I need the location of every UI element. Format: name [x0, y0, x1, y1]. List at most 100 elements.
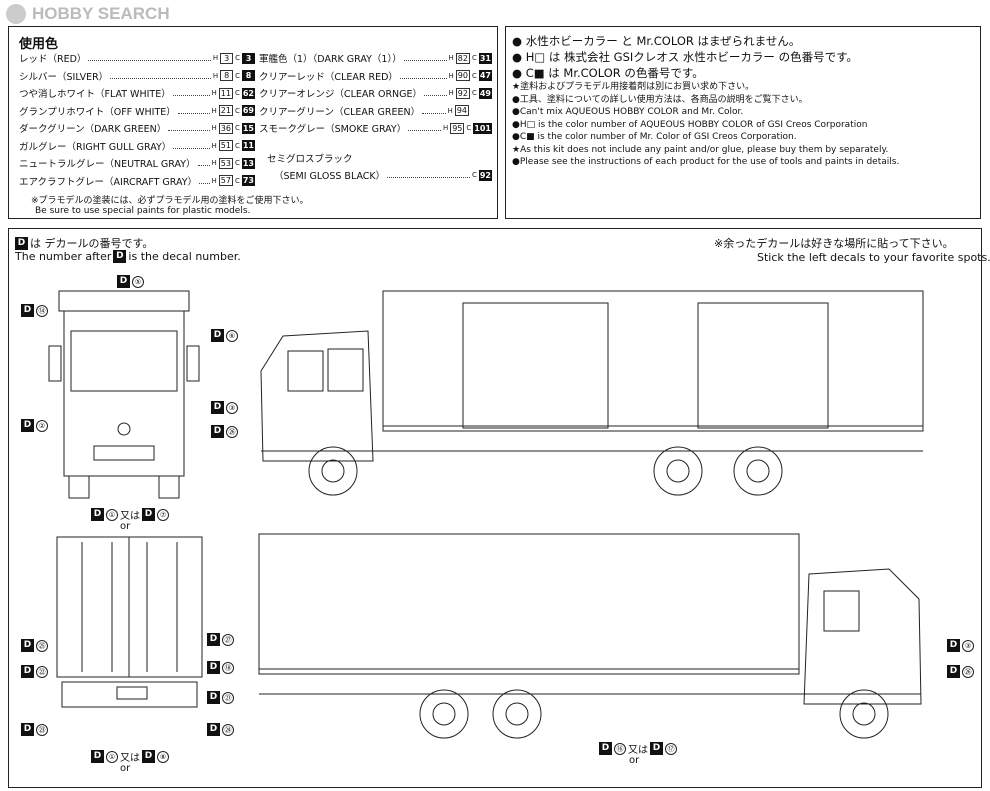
paint-label: グランプリホワイト（OFF WHITE）	[19, 106, 176, 118]
paint-label: つや消しホワイト（FLAT WHITE）	[19, 89, 171, 100]
c-number-badge: 92	[478, 169, 492, 181]
c-number-badge: 62	[241, 87, 255, 99]
truck-rear-view-drawing	[56, 536, 203, 708]
instructions-panel: ● 水性ホビーカラー と Mr.COLOR はまぜられません。 ● H□ は 株…	[505, 26, 981, 219]
c-number-badge: 15	[241, 122, 255, 134]
h-number-box: 53	[218, 157, 233, 169]
h-number-box: 92	[455, 87, 470, 99]
spare-decal-note-en: Stick the left decals to your favorite s…	[757, 251, 990, 264]
h-number-box: 82	[455, 52, 470, 64]
decal-d-badge: D	[15, 236, 28, 250]
spare-decal-note-jp: ※余ったデカールは好きな場所に貼って下さい。	[714, 237, 954, 250]
instr-line: ● 水性ホビーカラー と Mr.COLOR はまぜられません。	[512, 34, 801, 48]
c-prefix: C	[471, 171, 477, 179]
h-prefix: H	[212, 54, 219, 62]
decal-header-text: は デカールの番号です。	[30, 237, 154, 250]
truck-side-view-right-drawing	[258, 533, 922, 739]
c-number-badge: 49	[478, 87, 492, 99]
c-prefix: C	[471, 89, 477, 97]
decal-header-text: The number after	[15, 250, 112, 263]
h-number-box: 8	[220, 70, 234, 81]
h-number-box: 36	[218, 122, 233, 134]
h-number-box: 90	[455, 70, 470, 81]
site-logo[interactable]: HOBBY SEARCH	[6, 4, 170, 24]
paint-note-jp: ※プラモデルの塗装には、必ずプラモデル用の塗料をご使用下さい。	[31, 196, 309, 206]
c-prefix: C	[234, 159, 240, 167]
paint-label: ガルグレー（RIGHT GULL GRAY）	[19, 141, 172, 153]
h-prefix: H	[211, 159, 217, 167]
h-prefix: H	[212, 71, 219, 80]
c-number-badge: 31	[478, 52, 492, 64]
h-prefix: H	[211, 89, 217, 97]
paint-label: クリアーグリーン（CLEAR GREEN）	[259, 106, 421, 118]
h-number-box: 3	[220, 52, 234, 64]
c-prefix: C	[234, 176, 240, 185]
paint-row: セミグロスブラック	[267, 151, 353, 165]
paint-label: （SEMI GLOSS BLACK）	[274, 171, 386, 182]
paint-note-en: Be sure to use special paints for plasti…	[35, 206, 251, 216]
h-prefix: H	[448, 71, 454, 80]
decal-header-text: is the decal number.	[128, 250, 241, 263]
c-number-badge: 73	[241, 175, 255, 186]
truck-side-view-left-drawing	[260, 290, 924, 496]
h-prefix: H	[448, 89, 454, 97]
h-prefix: H	[211, 141, 217, 150]
c-number-badge: 11	[241, 140, 255, 151]
h-number-box: 51	[218, 140, 233, 151]
h-number-box: 11	[218, 87, 233, 99]
logo-icon	[6, 4, 26, 24]
c-number-badge: 69	[241, 105, 255, 116]
instr-line: ●Please see the instructions of each pro…	[512, 157, 900, 167]
h-number-box: 21	[218, 105, 233, 116]
instr-line: ● C■ は Mr.COLOR の色番号です。	[512, 66, 704, 80]
h-prefix: H	[442, 124, 449, 132]
paint-list-heading: 使用色	[19, 37, 59, 52]
h-prefix: H	[447, 106, 453, 115]
paint-label: シルバー（SILVER）	[19, 71, 109, 83]
c-number-badge: 8	[242, 70, 255, 81]
decal-d-badge: D	[113, 250, 127, 263]
or-text: or	[629, 755, 640, 766]
paint-label: エアクラフトグレー（AIRCRAFT GRAY）	[19, 176, 198, 188]
c-prefix: C	[235, 54, 240, 62]
c-number-badge: 13	[241, 157, 255, 169]
c-prefix: C	[234, 124, 240, 132]
or-text: or	[120, 521, 131, 532]
h-prefix: H	[211, 124, 217, 132]
h-prefix: H	[211, 176, 217, 185]
truck-front-view-drawing	[48, 290, 200, 499]
instr-line: ● H□ は 株式会社 GSIクレオス 水性ホビーカラー の色番号です。	[512, 50, 858, 64]
h-prefix: H	[448, 54, 454, 62]
c-prefix: C	[466, 124, 472, 132]
paint-label: ニュートラルグレー（NEUTRAL GRAY）	[19, 159, 196, 170]
c-prefix: C	[471, 71, 477, 80]
or-text: or	[120, 763, 131, 774]
paint-label: レッド（RED）	[19, 54, 87, 65]
